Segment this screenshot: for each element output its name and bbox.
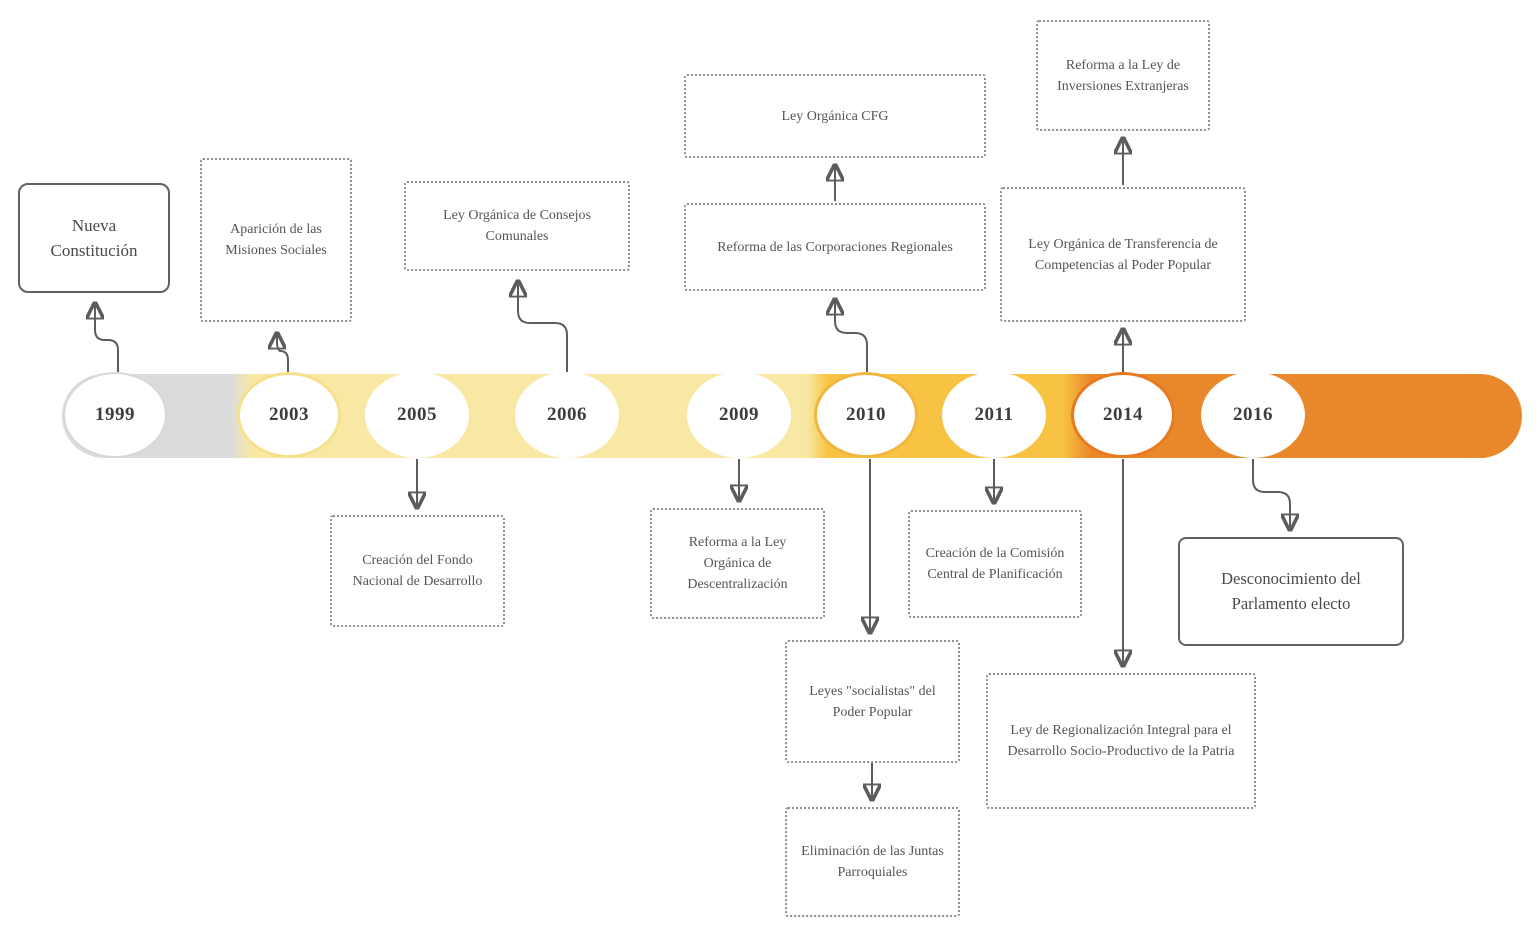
event-box-nueva-constitucion: Nueva Constitución — [18, 183, 170, 293]
event-box-desconocimiento-parlamento: Desconocimiento del Parlamento electo — [1178, 537, 1404, 646]
year-node-2005: 2005 — [365, 372, 469, 458]
event-box-corporaciones-regionales: Reforma de las Corporaciones Regionales — [684, 203, 986, 291]
event-box-ley-organica-cfg: Ley Orgánica CFG — [684, 74, 986, 158]
event-box-misiones-sociales: Aparición de las Misiones Sociales — [200, 158, 352, 322]
year-node-2009: 2009 — [687, 372, 791, 458]
arrow-2010-to-corporaciones — [835, 301, 868, 372]
event-box-leyes-socialistas: Leyes "socialistas" del Poder Popular — [785, 640, 960, 763]
year-node-2011: 2011 — [942, 372, 1046, 458]
event-box-consejos-comunales: Ley Orgánica de Consejos Comunales — [404, 181, 630, 271]
event-box-transferencia-competencias: Ley Orgánica de Transferencia de Compete… — [1000, 187, 1246, 322]
event-box-fondo-nacional-desarrollo: Creación del Fondo Nacional de Desarroll… — [330, 515, 505, 627]
event-box-reforma-descentralizacion: Reforma a la Ley Orgánica de Descentrali… — [650, 508, 825, 619]
year-node-1999: 1999 — [63, 372, 167, 458]
year-node-2003: 2003 — [237, 372, 341, 458]
arrow-1999-to-nueva — [95, 305, 119, 372]
year-node-2016: 2016 — [1201, 372, 1305, 458]
year-node-2006: 2006 — [515, 372, 619, 458]
year-node-2014: 2014 — [1071, 372, 1175, 458]
arrow-2006-to-consejos — [518, 283, 568, 372]
year-node-2010: 2010 — [814, 372, 918, 458]
event-box-eliminacion-juntas-parroquiales: Eliminación de las Juntas Parroquiales — [785, 807, 960, 917]
arrow-2016-to-parlamento — [1252, 459, 1290, 528]
event-box-comision-central-planificacion: Creación de la Comisión Central de Plani… — [908, 510, 1082, 618]
event-box-inversiones-extranjeras: Reforma a la Ley de Inversiones Extranje… — [1036, 20, 1210, 131]
arrow-2003-to-misiones — [277, 335, 289, 372]
event-box-regionalizacion-integral: Ley de Regionalización Integral para el … — [986, 673, 1256, 809]
